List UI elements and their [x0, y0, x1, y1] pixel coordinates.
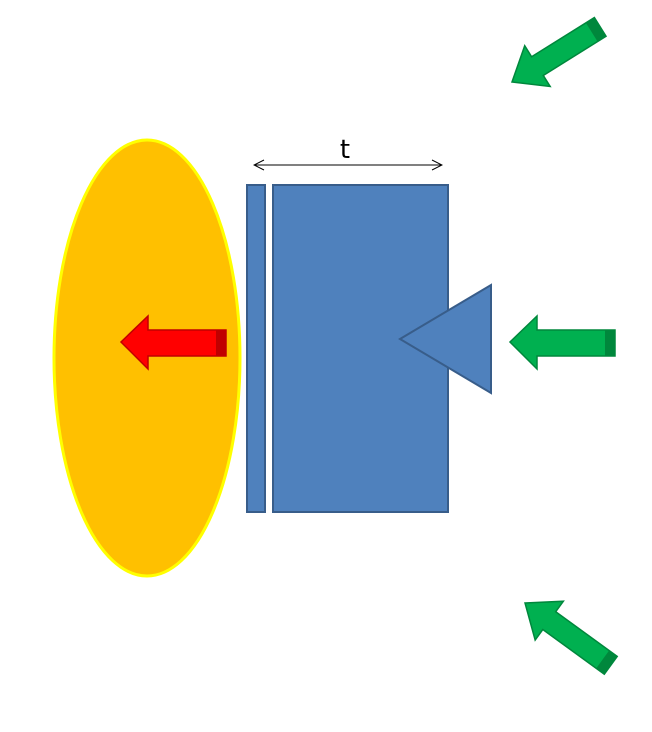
- green-arrow-down-left-icon: [510, 16, 608, 88]
- green-arrow-up-left-icon: [524, 600, 619, 676]
- triangle-wedge: [398, 283, 492, 395]
- dimension-label-t: t: [340, 135, 350, 165]
- red-arrow-left-icon: [119, 314, 227, 371]
- green-arrow-left-icon: [508, 314, 616, 371]
- thin-plate: [246, 184, 266, 513]
